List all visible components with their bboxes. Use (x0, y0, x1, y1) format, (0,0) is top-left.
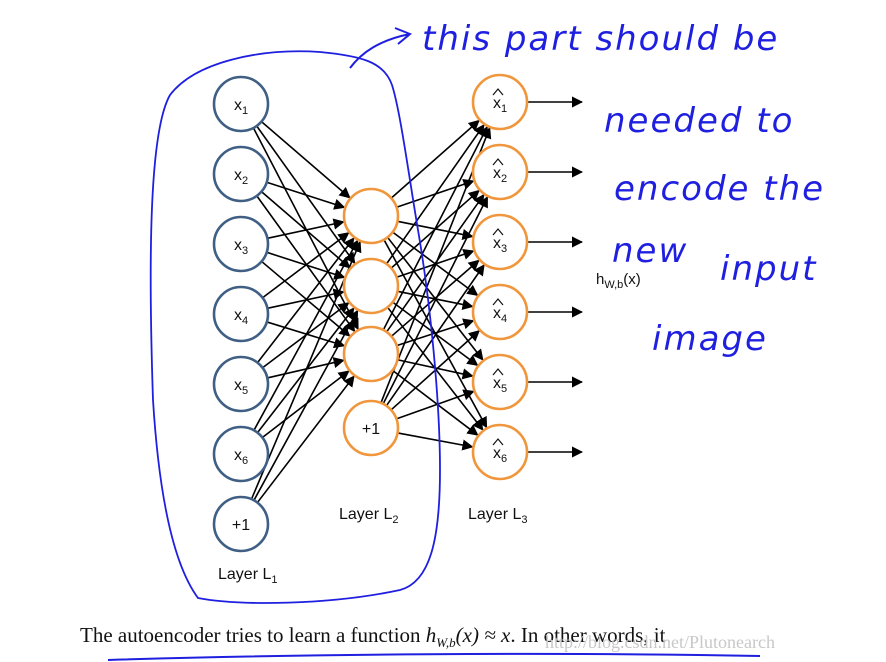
edge-l1-2-to-l2-3 (256, 195, 356, 333)
output-node-2-circle (471, 143, 529, 201)
annotation-line-4: new (612, 231, 688, 271)
annotation-line-2: needed to (604, 101, 794, 141)
caption-underline-stroke (107, 652, 761, 661)
input-node-5: x5 (212, 355, 270, 413)
edge-l2-3-to-l3-4 (396, 318, 475, 347)
input-node-4-label: x4 (234, 307, 248, 327)
annotation-line-3: encode the (614, 169, 825, 209)
input-node-6-circle (212, 425, 270, 483)
edge-l2-2-to-l3-1 (385, 124, 485, 265)
hidden-bias-node-circle (342, 399, 400, 457)
input-node-3: x3 (212, 215, 270, 273)
caption-text: The autoencoder tries to learn a functio… (80, 623, 666, 650)
edge-l1-7-to-l2-3 (256, 375, 355, 504)
input-bias-node: +1 (212, 495, 270, 553)
output-function-label: hW,b(x) (596, 271, 641, 291)
encoder-enclosure-stroke (149, 50, 441, 604)
hidden-node-2 (342, 257, 400, 315)
input-node-5-label: x5 (234, 377, 248, 397)
input-bias-node-label: +1 (232, 517, 250, 534)
annotation-arrow-stroke (349, 27, 412, 69)
output-node-2-label: x2 (493, 165, 507, 185)
edge-l2-3-to-l3-3 (390, 259, 480, 337)
output-node-4-hat-mark (492, 298, 504, 306)
input-node-1: x1 (212, 75, 270, 133)
output-node-5: x5 (471, 353, 529, 411)
hidden-node-2-circle (342, 257, 400, 315)
network-nodes: x1 x2 x3 x4 x5 x6 +1 +1 x1 x2 x3 x4 x5 x6 (212, 73, 529, 553)
output-node-6-hat-mark (492, 438, 504, 446)
edge-l1-4-to-l2-3 (266, 321, 346, 349)
input-node-2: x2 (212, 145, 270, 203)
input-bias-node-circle (212, 495, 270, 553)
annotation-line-5: input (720, 249, 817, 289)
output-node-6-circle (471, 423, 529, 481)
edge-l2-4-to-l3-5 (396, 389, 475, 420)
hidden-node-1 (342, 187, 400, 245)
output-node-2: x2 (471, 143, 529, 201)
connection-edges (250, 119, 492, 504)
input-node-2-label: x2 (234, 167, 248, 187)
hidden-node-3-circle (342, 325, 400, 383)
output-node-1: x1 (471, 73, 529, 131)
edge-l1-1-to-l2-1 (260, 121, 351, 199)
input-node-3-circle (212, 215, 270, 273)
watermark: http://blog.csdn.net/Plutonearch (545, 632, 775, 652)
input-node-2-circle (212, 145, 270, 203)
output-node-5-circle (471, 353, 529, 411)
edge-l2-4-to-l3-2 (382, 196, 489, 405)
edge-l1-6-to-l2-1 (253, 239, 359, 431)
edge-l1-2-to-l2-1 (266, 181, 346, 210)
input-node-1-label: x1 (234, 97, 248, 117)
edge-l1-3-to-l2-1 (267, 218, 345, 240)
input-node-4-circle (212, 285, 270, 343)
output-node-1-hat-mark (492, 88, 504, 96)
input-node-6: x6 (212, 425, 270, 483)
output-node-4-circle (471, 283, 529, 341)
input-node-5-circle (212, 355, 270, 413)
hidden-node-3 (342, 325, 400, 383)
output-node-4-label: x4 (493, 305, 507, 325)
annotation-line-1: this part should be (422, 19, 779, 59)
edge-l2-3-to-l3-6 (392, 369, 479, 436)
output-arrows (527, 96, 584, 458)
edge-l2-4-to-l3-3 (385, 264, 485, 407)
output-node-2-hat-mark (492, 158, 504, 166)
layer-1-label: Layer L1 (218, 566, 278, 586)
layer-3-label: Layer L3 (468, 506, 528, 526)
edge-l1-5-to-l2-1 (256, 237, 355, 364)
output-node-3-circle (471, 213, 529, 271)
edge-l1-3-to-l2-3 (261, 260, 351, 337)
edge-l2-4-to-l3-6 (397, 432, 474, 451)
edge-l2-1-to-l3-1 (390, 119, 480, 199)
input-node-1-circle (212, 75, 270, 133)
output-node-4: x4 (471, 283, 529, 341)
output-node-6-label: x6 (493, 445, 507, 465)
edge-l1-7-to-l2-1 (250, 240, 362, 500)
input-node-4: x4 (212, 285, 270, 343)
edge-l1-4-to-l2-1 (262, 232, 350, 299)
output-node-5-hat-mark (492, 368, 504, 376)
annotation-line-6: image (652, 319, 768, 359)
output-node-5-label: x5 (493, 375, 507, 395)
input-node-6-label: x6 (234, 447, 248, 467)
layer-2-label: Layer L2 (339, 506, 399, 526)
hidden-node-1-circle (342, 187, 400, 245)
hidden-bias-node-label: +1 (362, 421, 380, 438)
output-node-1-label: x1 (493, 95, 507, 115)
output-node-3: x3 (471, 213, 529, 271)
output-node-3-hat-mark (492, 228, 504, 236)
edge-l2-3-to-l3-2 (385, 193, 485, 333)
hidden-bias-node: +1 (342, 399, 400, 457)
output-node-6: x6 (471, 423, 529, 481)
output-node-1-circle (471, 73, 529, 131)
edge-l1-7-to-l2-2 (253, 309, 359, 501)
input-node-3-label: x3 (234, 237, 248, 257)
output-node-3-label: x3 (493, 235, 507, 255)
edge-l2-3-to-l3-1 (382, 125, 488, 331)
